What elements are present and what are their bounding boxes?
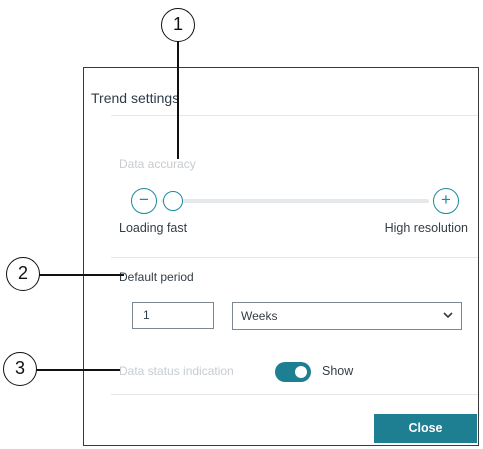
period-value-input[interactable]: 1 [132,302,214,329]
close-button[interactable]: Close [374,414,477,443]
callout-1: 1 [161,8,195,42]
period-unit-select[interactable]: Weeks [232,302,462,330]
data-status-label: Data status indication [119,364,234,378]
callout-2-leader [39,274,124,276]
data-status-toggle[interactable] [275,362,311,382]
loading-fast-caption: Loading fast [119,221,188,235]
callout-2: 2 [6,257,40,291]
default-period-label: Default period [119,270,194,284]
callout-3: 3 [3,352,37,386]
high-resolution-caption: High resolution [384,221,468,235]
accuracy-slider-thumb[interactable] [163,191,183,211]
toggle-knob [295,366,307,378]
toggle-show-label: Show [322,364,354,378]
chevron-down-icon [443,312,453,319]
callout-3-leader [36,369,120,371]
divider [111,115,478,116]
plus-icon[interactable]: + [433,188,459,214]
data-accuracy-label: Data accuracy [119,157,196,171]
callout-1-leader [177,41,179,159]
period-unit-value: Weeks [241,309,278,323]
divider [111,394,478,395]
divider [111,257,478,258]
trend-settings-dialog: Trend settings Data accuracy − + Loading… [83,67,479,446]
minus-icon[interactable]: − [131,188,157,214]
dialog-title: Trend settings [91,90,180,106]
accuracy-slider-track[interactable] [161,199,429,203]
